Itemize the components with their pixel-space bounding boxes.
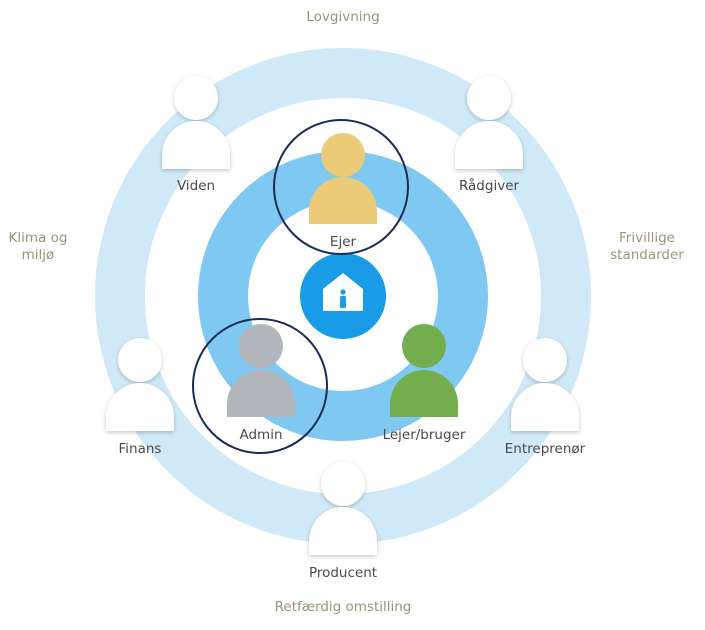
label-lejer: Lejer/bruger bbox=[383, 427, 466, 443]
person-icon-viden bbox=[162, 76, 230, 169]
person-icon-producent bbox=[309, 462, 377, 555]
house-with-person-icon bbox=[300, 253, 386, 339]
label-radgiver: Rådgiver bbox=[459, 177, 520, 194]
label-lovgivning: Lovgivning bbox=[306, 9, 379, 25]
label-frivillige-line1: Frivillige bbox=[619, 230, 675, 246]
person-icon-admin bbox=[227, 324, 295, 417]
label-admin: Admin bbox=[239, 427, 282, 443]
label-finans: Finans bbox=[119, 441, 162, 457]
person-icon-lejer bbox=[390, 324, 458, 417]
person-icon-entreprenor bbox=[511, 338, 579, 431]
person-icon-radgiver bbox=[455, 76, 523, 169]
label-klima-line2: miljø bbox=[22, 247, 55, 263]
label-klima-line1: Klima og bbox=[9, 230, 68, 246]
label-producent: Producent bbox=[309, 565, 377, 581]
person-icon-ejer bbox=[309, 133, 377, 224]
label-frivillige-line2: standarder bbox=[610, 247, 684, 263]
label-entreprenor: Entreprenør bbox=[505, 441, 586, 457]
label-viden: Viden bbox=[177, 178, 215, 194]
label-ejer: Ejer bbox=[330, 234, 357, 250]
label-retfaerdig-omstilling: Retfærdig omstilling bbox=[275, 599, 412, 615]
ejer-highlight-ring bbox=[273, 119, 409, 255]
person-icon-finans bbox=[106, 338, 174, 431]
admin-highlight-ring bbox=[192, 318, 328, 454]
